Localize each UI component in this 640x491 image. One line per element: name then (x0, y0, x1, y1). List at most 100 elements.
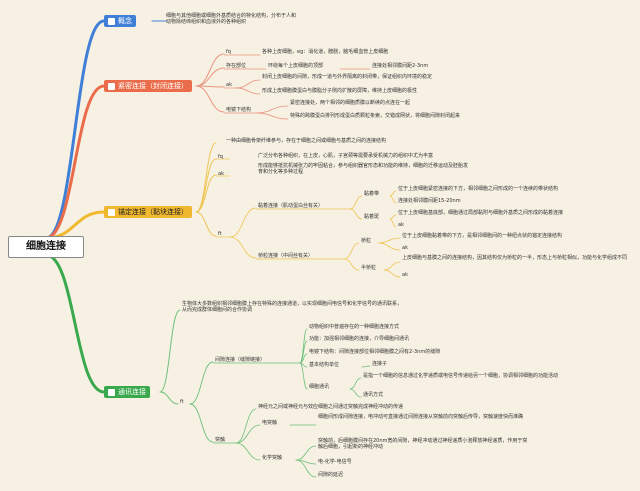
comm-intro: 生物体大多数组织相邻细胞膜上存在特殊的连接通道，以实现细胞间电信号和化学信号的通… (182, 301, 403, 313)
link-line (349, 195, 363, 210)
tight-fq-text: 各种上皮细胞，eg：消化道，膀胱，脑毛细血管上皮细胞 (262, 49, 389, 55)
comm-gap-comm-1: 是指一个细胞的信息通过化学递质或电信号传递给另一个细胞，协调相邻细胞的功能活动 (363, 373, 559, 379)
link-line (389, 195, 397, 204)
comm-chem: 化学突触 (262, 455, 283, 461)
link-line (295, 459, 317, 478)
branch-tight (44, 84, 106, 240)
comm-syn-intro: 神经元之间或神经元与效应细胞之间通过突触完成神经冲动的传递 (258, 404, 404, 410)
tight-site-text: 环绕每个上皮细胞的顶部 (268, 63, 324, 69)
tight-fq: fq (226, 49, 231, 55)
anchor-hemi-ak: ak (402, 272, 408, 278)
category-anchor[interactable]: 锚定连接（黏块连接） (104, 206, 192, 218)
link-line (255, 112, 289, 120)
link-line (159, 391, 179, 405)
anchor-ft: ft (218, 231, 222, 237)
tight-em-2: 特殊的跨膜蛋白排列形成蛋白质颗粒条索，交错成网状，将细胞间隙封闭起来 (290, 113, 461, 119)
anchor-adh-plaque-ak: ak (398, 222, 404, 228)
link-line (361, 365, 371, 368)
comm-gap-unit-val: 连接子 (372, 361, 388, 367)
link-line (195, 53, 225, 87)
anchor-ak: ak (218, 171, 224, 177)
category-concept[interactable]: 概念 (104, 15, 136, 27)
tight-ak-2: 形成上皮细胞膜蛋白与膜脂分子侧向扩散的屏障，维持上皮细胞的极性 (262, 88, 418, 94)
link-line (195, 85, 225, 113)
link-line (235, 424, 261, 444)
star-icon (108, 208, 115, 216)
link-line (349, 388, 362, 398)
comm-elec-1: 细胞间形成间隙连接，电冲动可直接通过间隙连接从突触前向突触后传导，突触速度快而准… (318, 414, 524, 420)
anchor-des-bridge-ak: ak (402, 245, 408, 251)
link-line (255, 105, 289, 114)
link-line (295, 445, 317, 461)
link-line (377, 237, 401, 244)
category-label: 概念 (118, 17, 132, 25)
link-line (235, 79, 261, 89)
anchor-des: 桥粒连接（中间丝有关） (258, 253, 314, 259)
link-line (235, 442, 261, 461)
anchor-des-bridge: 桥粒 (361, 238, 372, 244)
comm-gap: 间隙连接（缝隙链接） (215, 357, 266, 363)
anchor-hemi: 半桥粒 (361, 265, 377, 271)
comm-chem-2: 电-化学-电信号 (318, 459, 352, 465)
concept-text: 细胞与其他细胞或细胞外基质结合的特化结构，分布于人和动物除结缔组织和血液外的各种… (166, 13, 297, 25)
link-line (189, 403, 214, 443)
root-node[interactable]: 细胞连接 (8, 236, 84, 258)
tight-site-gap: 连接处相邻膜间距2-3nm (372, 63, 429, 69)
tight-em-1: 紧密连接处，两个相邻的细胞质膜以断续的点连在一起 (290, 100, 411, 106)
category-comm[interactable]: 通讯连接 (104, 386, 150, 398)
link-line (195, 158, 217, 213)
anchor-hemi-1: 上皮细胞与基膜之间的连接结构，因其结构仅为桥粒的一半，形态上与桥粒相似，功能与化… (402, 255, 628, 261)
link-line (383, 269, 401, 278)
anchor-ak-text: 形成能够抵抗机械张力的牢固粘合，参与组织器官形态和功能的维持，细胞的迁移运动及胚… (258, 163, 469, 175)
comm-gap-comm: 细胞通讯 (309, 384, 330, 390)
comm-gap-comm-2: 通讯方式 (363, 392, 384, 398)
link-line (195, 211, 217, 237)
anchor-adh-band-1: 位于上皮细胞紧密连接的下方，相邻细胞之间形成的一个连续的带状结构 (398, 186, 559, 192)
link-line (389, 218, 397, 228)
tight-em: 电镜下结构 (226, 107, 252, 113)
tight-site: 存在部位 (226, 63, 247, 69)
comm-gap-1: 动物组织中普遍存在的一种细胞连接方式 (309, 324, 400, 330)
category-tight[interactable]: 紧密连接（封闭连接） (104, 80, 192, 92)
link-line (377, 242, 401, 251)
anchor-intro: 一种由细胞骨架纤维参与，存在于细胞之间或细胞与基质之间的连接结构 (226, 138, 387, 144)
link-line (389, 190, 397, 197)
comm-ft: ft (180, 399, 184, 405)
heart-icon (108, 82, 115, 90)
anchor-adh-plaque: 黏着斑 (364, 214, 380, 220)
anchor-des-bridge-1: 位于上皮细胞黏着带的下方，是相邻细胞间的一种纽点状的锚定连接结构 (402, 233, 563, 239)
anchor-fq: fq (218, 154, 223, 160)
tight-ak: ak (226, 82, 232, 88)
anchor-adh-band-2: 连接处相邻膜间距15-20nm (398, 198, 461, 204)
link-line (195, 67, 225, 87)
comm-chem-1: 突触前，后细胞膜间存在20nm宽的间隙，神经冲动通过神经递质小泡释放神经递质，作… (318, 438, 528, 450)
link-line (229, 207, 257, 238)
link-line (195, 142, 217, 213)
link-line (349, 208, 363, 220)
anchor-adh-band: 黏着带 (364, 191, 380, 197)
category-label: 通讯连接 (118, 388, 146, 396)
category-label: 锚定连接（黏块连接） (118, 208, 188, 216)
comm-gap-3: 电镜下结构：间隙连接部位相邻细胞膜之间有2-3nm的缝隙 (309, 349, 441, 355)
comm-gap-unit: 基本结构单位 (309, 362, 340, 368)
link-line (195, 174, 217, 213)
link-line (349, 377, 362, 390)
comm-gap-2: 功能：加强相邻细胞的连接，介导细胞间通讯 (309, 336, 410, 342)
link-line (299, 362, 308, 390)
link-line (235, 87, 261, 95)
anchor-adh-plaque-1: 位于上皮细胞基底部，细胞通过局部黏附与细胞外基质之间形成的黏着连接 (398, 210, 564, 216)
flag-icon (108, 17, 115, 25)
anchor-adh: 黏着连接（肌动蛋白丝有关） (258, 203, 324, 209)
comm-syn: 突触 (215, 437, 226, 443)
anchor-fq-text: 广泛分布各种组织，在上皮，心肌，子宫颈等需要承受机械力的组织中尤为丰富 (258, 153, 434, 159)
link-line (159, 309, 181, 393)
branch-comm (44, 253, 106, 394)
category-label: 紧密连接（封闭连接） (118, 82, 188, 90)
link-line (383, 261, 401, 271)
link-line (343, 242, 360, 260)
comm-chem-3: 间隙的延迟 (318, 472, 344, 478)
link-line (229, 236, 257, 259)
tight-ak-1: 封闭上皮细胞的间隙，形成一道与外界隔离的封闭带，保证组织内环境的稳定 (262, 74, 433, 80)
link-line (235, 408, 257, 444)
